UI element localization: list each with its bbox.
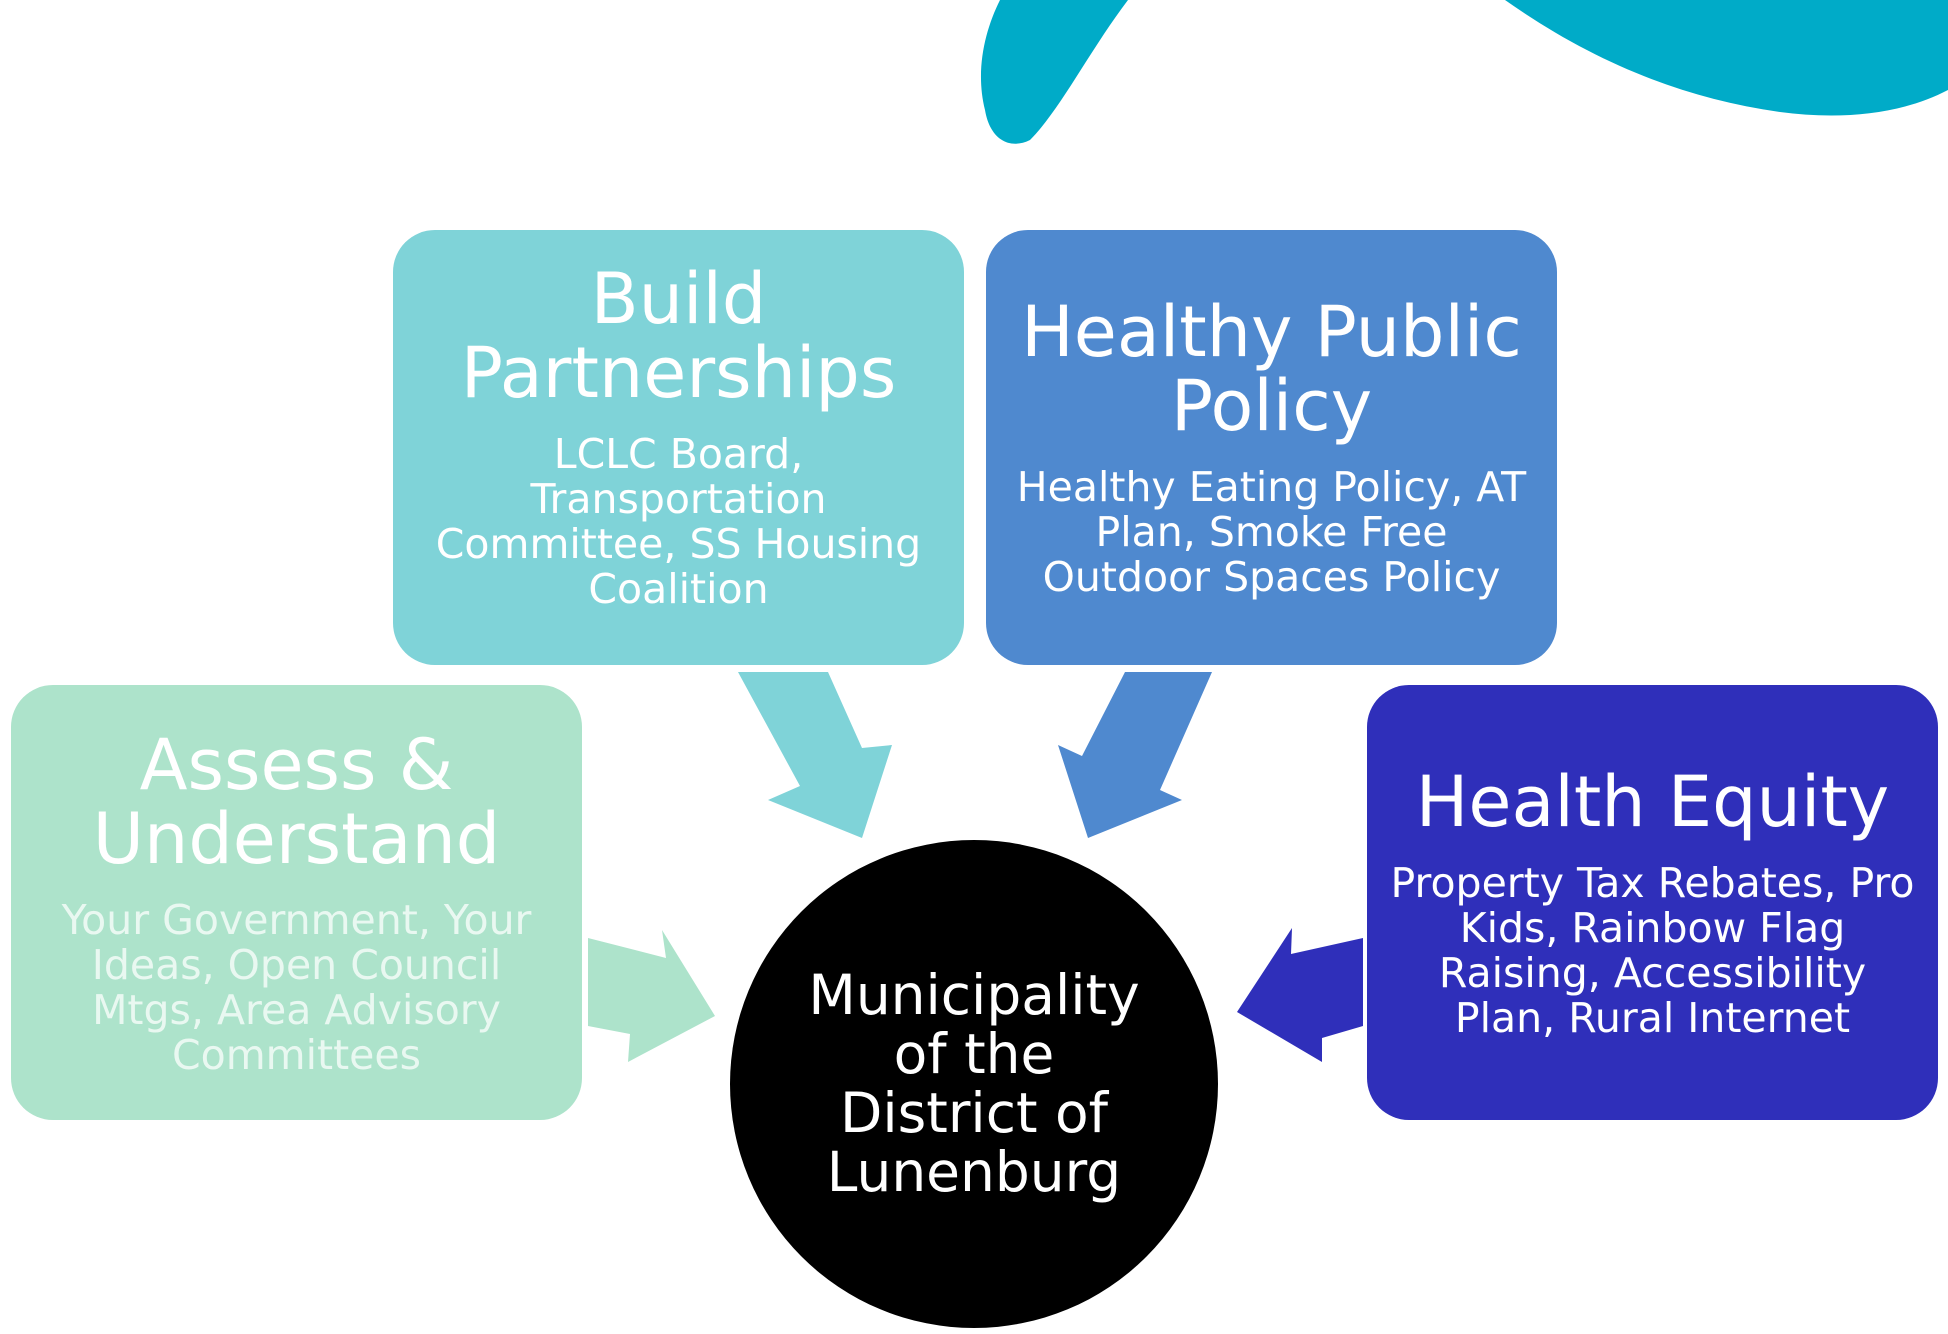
center-label: Municipality of the District of Lunenbur… bbox=[808, 963, 1140, 1204]
health-equity-description: Property Tax Rebates, Pro Kids, Rainbow … bbox=[1390, 858, 1915, 1042]
health-equity-title: Health Equity bbox=[1415, 760, 1890, 843]
healthy-public-policy-box: Healthy Public Policy Healthy Eating Pol… bbox=[986, 230, 1557, 665]
arrow-healthy-public-policy bbox=[1058, 672, 1212, 838]
healthy-public-policy-title: Healthy Public Policy bbox=[1021, 291, 1522, 447]
assess-understand-description: Your Government, Your Ideas, Open Counci… bbox=[61, 895, 532, 1079]
build-partnerships-description: LCLC Board, Transportation Committee, SS… bbox=[435, 429, 922, 613]
health-equity-box: Health Equity Property Tax Rebates, Pro … bbox=[1367, 685, 1938, 1120]
arrow-build-partnerships bbox=[738, 672, 892, 838]
healthy-public-policy-description: Healthy Eating Policy, AT Plan, Smoke Fr… bbox=[1016, 463, 1527, 601]
build-partnerships-box: Build Partnerships LCLC Board, Transport… bbox=[393, 230, 964, 665]
assess-understand-title: Assess & Understand bbox=[92, 723, 501, 880]
arrow-assess-understand bbox=[588, 930, 715, 1062]
assess-understand-box: Assess & Understand Your Government, You… bbox=[11, 685, 582, 1120]
municipality-center-circle: Municipality of the District of Lunenbur… bbox=[730, 840, 1218, 1328]
build-partnerships-title: Build Partnerships bbox=[460, 257, 897, 414]
arrow-health-equity bbox=[1237, 928, 1363, 1062]
